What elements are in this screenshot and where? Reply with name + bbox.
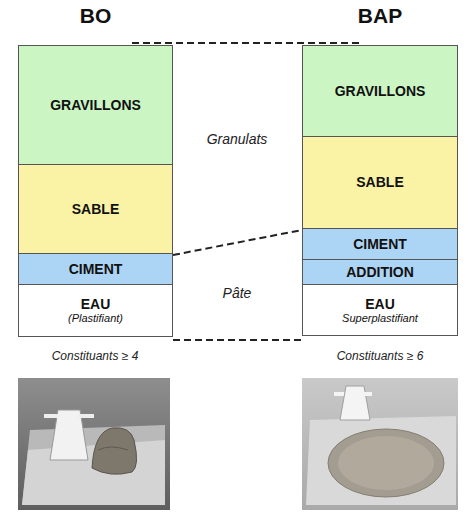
mix-column: BO GRAVILLONS SABLE CIMENT EAU(Plastifiant) bbox=[18, 0, 173, 345]
slump-flow-photo bbox=[302, 378, 458, 510]
admixture-note: Superplastifiant bbox=[342, 312, 418, 325]
layer-name: ADDITION bbox=[346, 264, 414, 280]
layer-name: CIMENT bbox=[69, 261, 123, 277]
slump-photo bbox=[18, 378, 170, 510]
column-title: BAP bbox=[302, 4, 458, 28]
column-title: BO bbox=[18, 4, 173, 28]
constituent-layer: ADDITION bbox=[302, 259, 458, 285]
dashed-line bbox=[173, 339, 302, 341]
layer-name: SABLE bbox=[356, 174, 403, 190]
group-label: Pâte bbox=[223, 285, 252, 301]
constituent-count: Constituants ≥ 6 bbox=[337, 349, 424, 363]
constituent-layer: EAUSuperplastifiant bbox=[302, 284, 458, 336]
mix-column: BAP GRAVILLONS SABLE CIMENT ADDITION EAUSuper… bbox=[302, 0, 458, 345]
constituent-layer: GRAVILLONS bbox=[302, 45, 458, 137]
constituent-count: Constituants ≥ 4 bbox=[52, 349, 139, 363]
constituent-layer: SABLE bbox=[302, 136, 458, 229]
dashed-line bbox=[132, 42, 360, 44]
constituent-layer: EAU(Plastifiant) bbox=[18, 284, 173, 337]
layer-name: GRAVILLONS bbox=[335, 83, 426, 99]
layer-name: GRAVILLONS bbox=[50, 97, 141, 113]
admixture-note: (Plastifiant) bbox=[68, 312, 123, 325]
dashed-line bbox=[173, 230, 302, 255]
constituent-layer: GRAVILLONS bbox=[18, 45, 173, 165]
layer-name: EAU bbox=[81, 296, 111, 312]
constituent-layer: SABLE bbox=[18, 164, 173, 254]
layer-name: CIMENT bbox=[353, 236, 407, 252]
constituent-layer: CIMENT bbox=[18, 253, 173, 285]
layer-name: SABLE bbox=[72, 201, 119, 217]
group-label: Granulats bbox=[207, 131, 268, 147]
constituent-layer: CIMENT bbox=[302, 228, 458, 260]
layer-name: EAU bbox=[365, 296, 395, 312]
